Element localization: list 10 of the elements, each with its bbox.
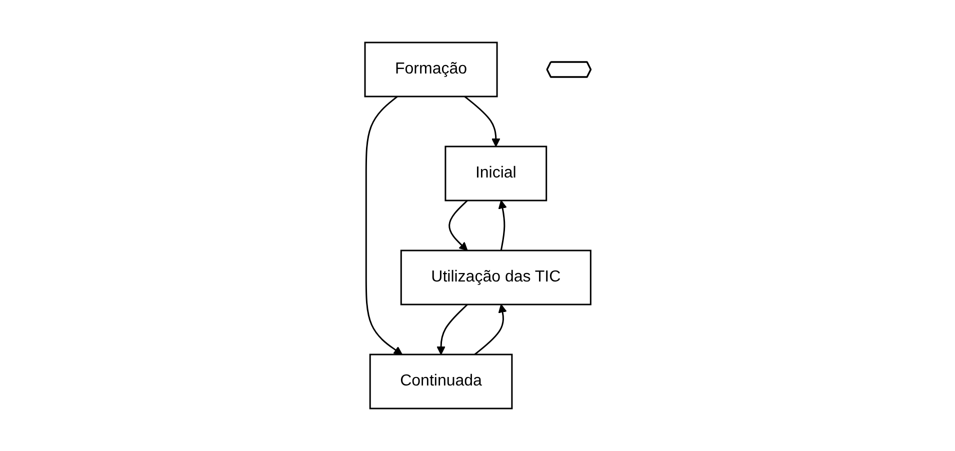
arrow [464,96,500,147]
node-box: Formação [364,42,498,98]
arrow [474,304,507,356]
arrow [365,96,402,355]
arrow [498,200,507,251]
arrow [436,304,468,355]
node-box: Utilização das TIC [400,250,592,306]
node-box: Inicial [444,146,547,202]
arrow [448,200,468,251]
node-box: Continuada [368,354,512,410]
